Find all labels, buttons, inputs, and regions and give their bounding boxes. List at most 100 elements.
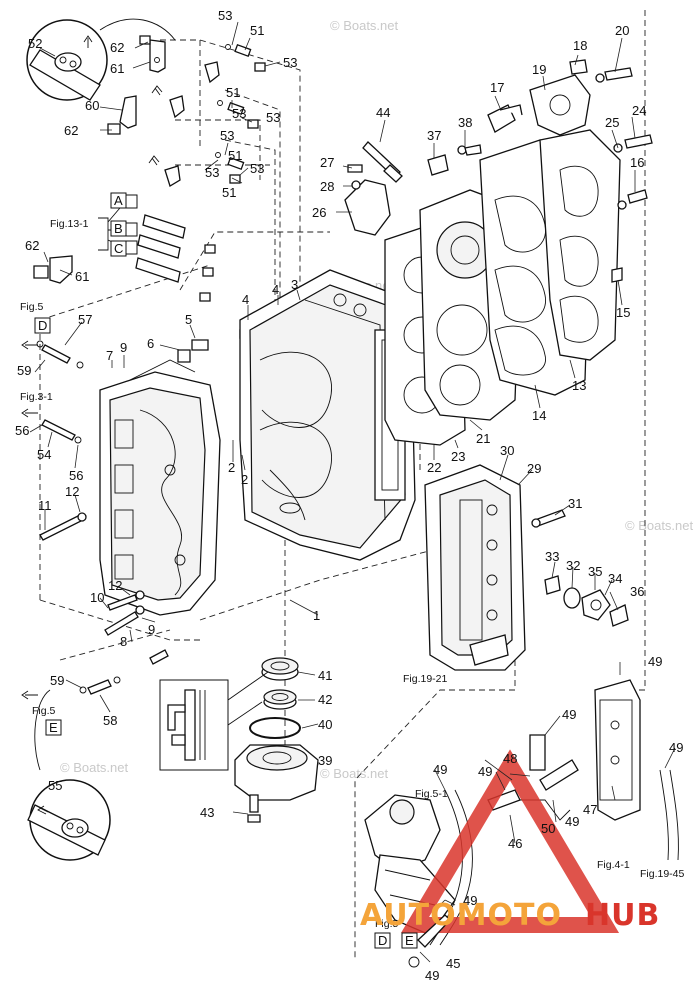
fig-ref: Fig.5 (375, 918, 399, 930)
cylinder-block (239, 269, 416, 561)
callout: 51 (250, 23, 264, 38)
callout: 41 (318, 668, 332, 683)
callout: 12 (108, 578, 122, 593)
callout: 56 (69, 468, 83, 483)
callout: 59 (50, 673, 64, 688)
callout: 40 (318, 717, 332, 732)
callout: 49 (478, 764, 492, 779)
boundary-line (59, 629, 171, 661)
callout: 45 (446, 956, 460, 971)
cylinder-head-left (99, 359, 221, 616)
box-label: D (378, 933, 387, 948)
callout: 49 (648, 654, 662, 669)
callout: 30 (500, 443, 514, 458)
callout: 53 (220, 128, 234, 143)
callout: 34 (608, 571, 622, 586)
detail-leader (34, 689, 51, 771)
callout: 28 (320, 179, 334, 194)
fig-ref: Fig.5 (32, 705, 56, 717)
callout: 3 (291, 277, 298, 292)
callout: 61 (110, 61, 124, 76)
callout: 62 (25, 238, 39, 253)
fig-ref: Fig.13-1 (50, 218, 89, 230)
bolt-31 (531, 509, 566, 528)
callout: 8 (120, 634, 127, 649)
hose-manifold-47 (594, 679, 641, 821)
callout: 32 (566, 558, 580, 573)
spark-plug-44 (362, 141, 403, 183)
callout: 2 (241, 472, 248, 487)
callout: 48 (503, 751, 517, 766)
callout: 53 (232, 106, 246, 121)
box-label: C (114, 241, 123, 256)
thermostat-cover (487, 59, 633, 136)
box-label: A (114, 193, 123, 208)
oil-seal-41 (261, 657, 299, 681)
detail-leader (99, 18, 176, 41)
small-caps (427, 134, 653, 283)
water-pump-assy (364, 794, 456, 936)
callout: 12 (65, 484, 79, 499)
callout: 37 (427, 128, 441, 143)
callout: 14 (532, 408, 546, 423)
callout: 10 (90, 590, 104, 605)
box-b (110, 220, 127, 237)
callout: 62 (64, 123, 78, 138)
callout: 62 (110, 40, 124, 55)
watermark: © Boats.net (625, 518, 694, 533)
fig-ref: Fig.4-1 (597, 859, 630, 871)
callout: 49 (433, 762, 447, 777)
callout: 47 (583, 802, 597, 817)
callout: 23 (451, 449, 465, 464)
callout: 25 (605, 115, 619, 130)
callout: 53 (283, 55, 297, 70)
callout: 29 (527, 461, 541, 476)
box-c (110, 240, 127, 257)
box-label: E (49, 720, 58, 735)
callout: 51 (226, 85, 240, 100)
callout: 52 (28, 36, 42, 51)
callout: 4 (272, 282, 279, 297)
brand-logo-part1: AUTOMOTO (360, 898, 562, 933)
callout: 54 (37, 447, 51, 462)
fittings-abc (98, 194, 186, 283)
housing-39 (234, 744, 319, 801)
boundary-line (179, 231, 330, 291)
callout: 19 (532, 62, 546, 77)
brand-triangle-icon (400, 749, 620, 933)
callout: 49 (562, 707, 576, 722)
clamp-60 (107, 95, 137, 135)
callout: 13 (572, 378, 586, 393)
bolt-43 (247, 794, 261, 823)
callout: 16 (630, 155, 644, 170)
callout: 49 (669, 740, 683, 755)
watermark: © Boats.net (60, 760, 129, 775)
detail-circle-55 (27, 779, 111, 861)
fig-ref: Fig.5 (20, 301, 44, 313)
callout: 57 (78, 312, 92, 327)
callout: 31 (568, 496, 582, 511)
fig-ref: Fig.19-45 (640, 868, 685, 880)
callout: 53 (266, 110, 280, 125)
fig-ref: Fig.5-1 (415, 788, 448, 800)
callout: 7 (106, 348, 113, 363)
callout: 44 (376, 105, 390, 120)
callout: 42 (318, 692, 332, 707)
brand-logo-part2: HUB (585, 898, 660, 933)
callout: 55 (48, 778, 62, 793)
callout: 39 (318, 753, 332, 768)
callout: 49 (425, 968, 439, 983)
boundary-line (39, 599, 200, 641)
callout: 53 (250, 161, 264, 176)
callout: 9 (148, 622, 155, 637)
box-d (374, 932, 391, 949)
callout: 11 (38, 498, 52, 513)
callout: 49 (463, 893, 477, 908)
box-d (34, 317, 51, 334)
box-a (110, 192, 127, 209)
boundary-line (199, 539, 471, 621)
callout: 2 (228, 460, 235, 475)
pins (21, 340, 121, 700)
